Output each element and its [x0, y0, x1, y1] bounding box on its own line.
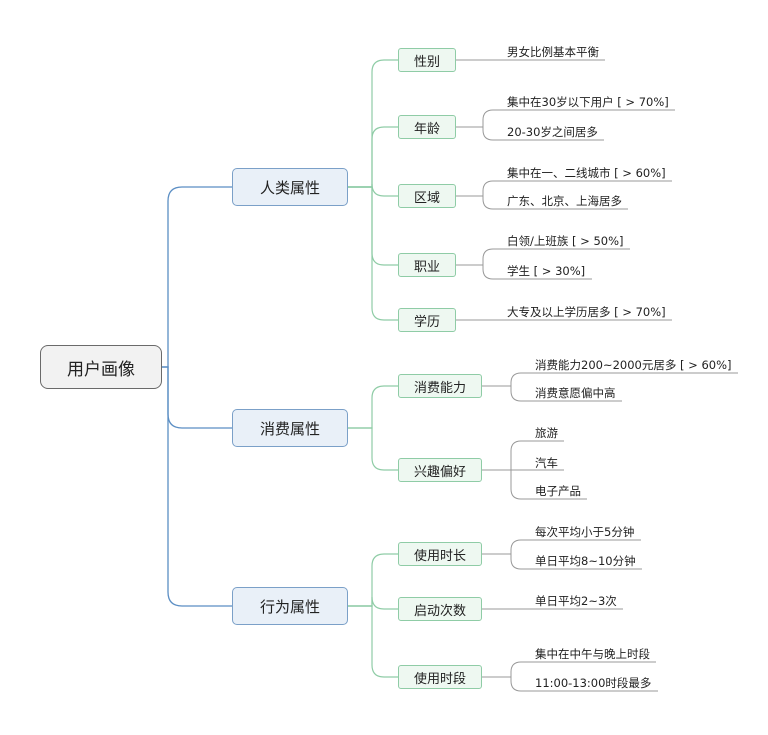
leaf-item[interactable]: 消费意愿偏中高: [535, 386, 616, 400]
leaf-item[interactable]: 20-30岁之间居多: [507, 125, 598, 139]
child-connector: [348, 553, 398, 607]
leaf-connector: [482, 539, 641, 555]
leaf-item[interactable]: 集中在30岁以下用户 [ > 70%]: [507, 95, 669, 109]
child-connector: [348, 385, 398, 429]
node-interests[interactable]: 兴趣偏好: [398, 458, 482, 482]
node-occupation[interactable]: 职业: [398, 253, 456, 277]
child-connector: [348, 186, 398, 321]
child-connector: [348, 59, 398, 188]
child-connector: [348, 596, 398, 610]
leaf-item[interactable]: 男女比例基本平衡: [507, 45, 599, 59]
leaf-connector: [456, 248, 630, 266]
branch-connector: [162, 366, 232, 429]
leaf-item[interactable]: 集中在中午与晚上时段: [535, 647, 650, 661]
leaf-connector: [456, 180, 672, 197]
leaf-item[interactable]: 单日平均2~3次: [535, 594, 617, 608]
leaf-item[interactable]: 电子产品: [535, 484, 581, 498]
leaf-item[interactable]: 11:00-13:00时段最多: [535, 676, 652, 690]
node-usage-duration[interactable]: 使用时长: [398, 542, 482, 566]
node-education[interactable]: 学历: [398, 308, 456, 332]
leaf-connector: [482, 469, 587, 500]
child-connector: [348, 427, 398, 471]
leaf-item[interactable]: 单日平均8~10分钟: [535, 554, 636, 568]
branch-connector: [162, 186, 232, 368]
leaf-connector: [456, 126, 604, 141]
leaf-connector: [482, 372, 738, 387]
node-launch-count[interactable]: 启动次数: [398, 597, 482, 621]
child-connector: [348, 605, 398, 678]
node-region[interactable]: 区域: [398, 184, 456, 208]
branch-behavior-attributes[interactable]: 行为属性: [232, 587, 348, 625]
leaf-connector: [482, 385, 622, 402]
leaf-item[interactable]: 汽车: [535, 456, 558, 470]
leaf-item[interactable]: 学生 [ > 30%]: [507, 264, 586, 278]
root-node[interactable]: 用户画像: [40, 345, 162, 389]
leaf-item[interactable]: 广东、北京、上海居多: [507, 194, 622, 208]
leaf-item[interactable]: 白领/上班族 [ > 50%]: [507, 234, 624, 248]
child-connector: [348, 126, 398, 188]
child-connector: [348, 183, 398, 197]
child-connector: [348, 186, 398, 266]
leaf-item[interactable]: 消费能力200~2000元居多 [ > 60%]: [535, 358, 732, 372]
node-usage-period[interactable]: 使用时段: [398, 665, 482, 689]
branch-connector: [162, 366, 232, 607]
leaf-item[interactable]: 旅游: [535, 426, 558, 440]
leaf-connector: [456, 264, 592, 280]
node-spending-power[interactable]: 消费能力: [398, 374, 482, 398]
branch-consumption-attributes[interactable]: 消费属性: [232, 409, 348, 447]
leaf-item[interactable]: 每次平均小于5分钟: [535, 525, 635, 539]
leaf-item[interactable]: 大专及以上学历居多 [ > 70%]: [507, 305, 666, 319]
leaf-connector: [482, 440, 564, 471]
leaf-item[interactable]: 集中在一、二线城市 [ > 60%]: [507, 166, 666, 180]
leaf-connector: [482, 661, 656, 678]
leaf-connector: [456, 109, 675, 128]
leaf-connector: [482, 553, 642, 570]
node-age[interactable]: 年龄: [398, 115, 456, 139]
leaf-connector: [456, 195, 628, 210]
node-gender[interactable]: 性别: [398, 48, 456, 72]
branch-human-attributes[interactable]: 人类属性: [232, 168, 348, 206]
leaf-connector: [482, 676, 658, 692]
